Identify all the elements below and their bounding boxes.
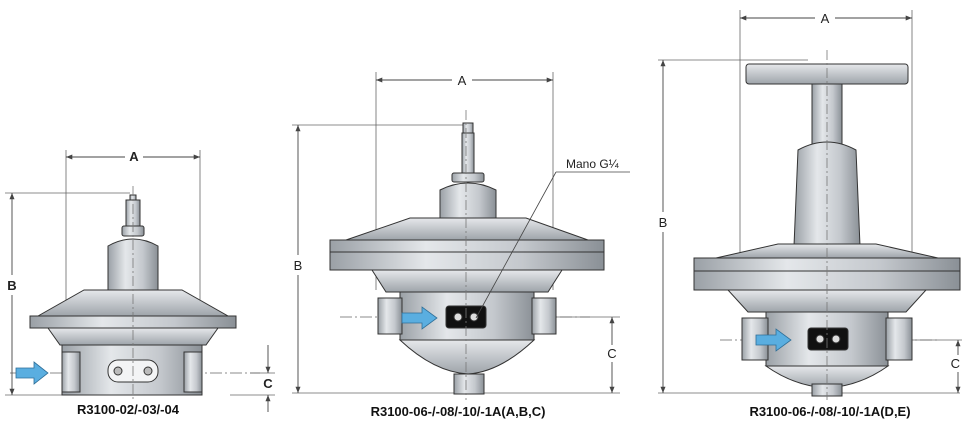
- flow-arrow-icon: [755, 328, 792, 352]
- figure-caption: R3100-06-/-08/-10/-1A(A,B,C): [371, 404, 546, 419]
- dim-b-label: B: [7, 278, 16, 293]
- regulator-large: [693, 63, 961, 397]
- dim-a-label: A: [458, 73, 467, 88]
- dim-c-label: C: [607, 346, 616, 361]
- figure-3: A B C R3100-06-/-08/-10/-1A(D,E): [658, 10, 962, 419]
- flow-arrow-icon: [15, 361, 49, 385]
- flow-arrow-icon: [401, 306, 438, 330]
- dim-a-label: A: [129, 149, 139, 164]
- gauge-callout-label: Mano G¼: [566, 157, 620, 171]
- dim-b-label: B: [294, 258, 303, 273]
- pressure-gauge-port-icon: [453, 312, 463, 322]
- pressure-gauge-port-icon: [815, 334, 825, 344]
- figure-caption: R3100-02/-03/-04: [77, 402, 180, 417]
- dim-c-label: C: [263, 376, 273, 391]
- figure-1: A B C R3100-02/-03/-04: [5, 149, 275, 417]
- figure-2: A B C Mano G¼ R3100-06-/-08/-10/-: [292, 72, 630, 419]
- dim-b-label: B: [659, 215, 668, 230]
- dim-c-label: C: [951, 356, 960, 371]
- regulator-medium: [329, 122, 605, 395]
- figure-caption: R3100-06-/-08/-10/-1A(D,E): [749, 404, 910, 419]
- dim-a-label: A: [821, 11, 830, 26]
